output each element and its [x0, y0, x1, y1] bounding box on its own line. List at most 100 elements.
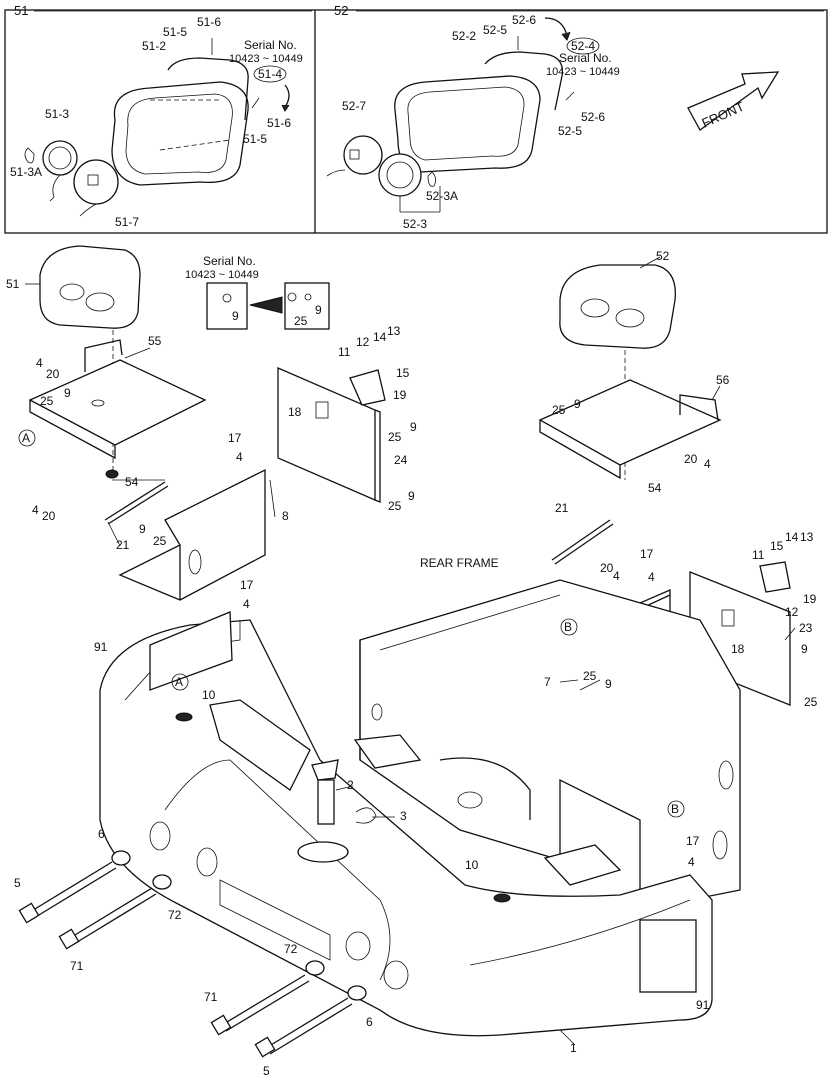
callout-19-a: 19 [393, 388, 407, 402]
callout-4-h: 4 [688, 855, 695, 869]
callout-9-f: 9 [605, 677, 612, 691]
callouts-right: 52 56 25 9 20 4 54 21 20 4 17 4 7 25 9 1… [465, 249, 818, 1012]
callout-52-6: 52-6 [512, 13, 536, 27]
callout-14-a: 14 [373, 330, 387, 344]
callout-51-6: 51-6 [197, 15, 221, 29]
callout-71-a: 71 [70, 959, 84, 973]
callout-52-5-b: 52-5 [558, 124, 582, 138]
callout-4-g: 4 [648, 570, 655, 584]
detail-51-labels: 51-6 51-5 51-2 51-3 51-3A 51-7 51-6 51-5… [10, 15, 303, 229]
callout-14-b: 14 [785, 530, 799, 544]
callout-51-5-b: 51-5 [243, 132, 267, 146]
lamp-52-exploded [326, 17, 575, 213]
right-lamp-assembly [538, 264, 722, 565]
panel-title-52: 52 [334, 3, 348, 18]
callout-9-a: 9 [64, 386, 71, 400]
callout-21-left: 21 [116, 538, 130, 552]
callout-71-b: 71 [204, 990, 218, 1004]
callout-54-right: 54 [648, 481, 662, 495]
left-lamp-assembly [28, 245, 207, 525]
callout-4-b: 4 [32, 503, 39, 517]
callout-52-2: 52-2 [452, 29, 476, 43]
serial-note-label: Serial No. [203, 254, 256, 268]
left-bracket-and-panel [118, 367, 386, 601]
front-arrow: FRONT [687, 71, 780, 131]
callout-72-b: 72 [284, 942, 298, 956]
callout-3: 3 [400, 809, 407, 823]
panel-title-51: 51 [14, 3, 28, 18]
serial-note-range: 10423 ~ 10449 [185, 269, 259, 281]
callout-21-right: 21 [555, 501, 569, 515]
callout-9-e: 9 [574, 397, 581, 411]
callout-25-g: 25 [804, 695, 818, 709]
callout-25-d: 25 [388, 499, 402, 513]
callout-7: 7 [544, 675, 551, 689]
callout-54-left: 54 [125, 475, 139, 489]
leader-lines [25, 256, 796, 1046]
lamp-51-exploded [24, 38, 290, 217]
callout-51-2: 51-2 [142, 39, 166, 53]
marker-B-2: B [671, 802, 679, 816]
callout-15-b: 15 [770, 539, 784, 553]
callout-25-a: 25 [40, 394, 54, 408]
callout-4-e: 4 [704, 457, 711, 471]
callout-17-d: 17 [686, 834, 700, 848]
callout-6-a: 6 [98, 827, 105, 841]
callout-6-b: 6 [366, 1015, 373, 1029]
callout-72-a: 72 [168, 908, 182, 922]
callout-20-b: 20 [42, 509, 56, 523]
callout-24: 24 [394, 453, 408, 467]
callout-52-7: 52-7 [342, 99, 366, 113]
callout-51-3A: 51-3A [10, 165, 42, 179]
counterweight [99, 611, 713, 1037]
callout-9-d: 9 [408, 489, 415, 503]
callout-56: 56 [716, 373, 730, 387]
callout-12-b: 12 [785, 605, 799, 619]
serial-note-before: 9 [232, 309, 239, 323]
callout-12-a: 12 [356, 335, 370, 349]
callout-51-6-b: 51-6 [267, 116, 291, 130]
callout-4-a: 4 [36, 356, 43, 370]
bolts [18, 850, 367, 1058]
callouts-left: 51 55 4 20 25 9 54 4 20 21 9 25 17 4 8 1… [6, 277, 577, 1078]
callout-20-d: 20 [600, 561, 614, 575]
callout-52-3A: 52-3A [426, 189, 458, 203]
callout-18-b: 18 [731, 642, 745, 656]
callout-9-b: 9 [139, 522, 146, 536]
callout-20-a: 20 [46, 367, 60, 381]
callout-52-6-b: 52-6 [581, 110, 605, 124]
callout-13-b: 13 [800, 530, 814, 544]
rear-frame-label: REAR FRAME [420, 556, 499, 570]
callout-18-a: 18 [288, 405, 302, 419]
callout-91-left: 91 [94, 640, 108, 654]
callout-17-a: 17 [228, 431, 242, 445]
callout-52-5: 52-5 [483, 23, 507, 37]
callout-19-b: 19 [803, 592, 817, 606]
callout-4-d: 4 [243, 597, 250, 611]
circle-markers: A A B B [18, 429, 685, 818]
callout-8: 8 [282, 509, 289, 523]
callout-10-left: 10 [202, 688, 216, 702]
callout-51-5: 51-5 [163, 25, 187, 39]
callout-25-f: 25 [583, 669, 597, 683]
callout-25-c: 25 [388, 430, 402, 444]
callout-9-g: 9 [801, 642, 808, 656]
serial-range-52: 10423 ~ 10449 [546, 66, 620, 78]
marker-A-2: A [175, 675, 183, 689]
serial-ref-51-4: 51-4 [258, 67, 282, 81]
detail-frame: 51 52 [4, 3, 828, 234]
callout-20-c: 20 [684, 452, 698, 466]
callout-51-7: 51-7 [115, 215, 139, 229]
callout-17-b: 17 [240, 578, 254, 592]
callout-4-f: 4 [613, 569, 620, 583]
callouts-left-panel: 11 12 14 13 15 19 18 25 9 24 25 9 [288, 324, 417, 513]
callout-52: 52 [656, 249, 670, 263]
serial-label-51: Serial No. [244, 38, 297, 52]
marker-A-1: A [22, 431, 30, 445]
callout-11-b: 11 [752, 548, 765, 562]
callout-10-right: 10 [465, 858, 479, 872]
callout-51: 51 [6, 277, 20, 291]
callout-25-e: 25 [552, 403, 566, 417]
serial-note-after-b: 9 [315, 303, 322, 317]
